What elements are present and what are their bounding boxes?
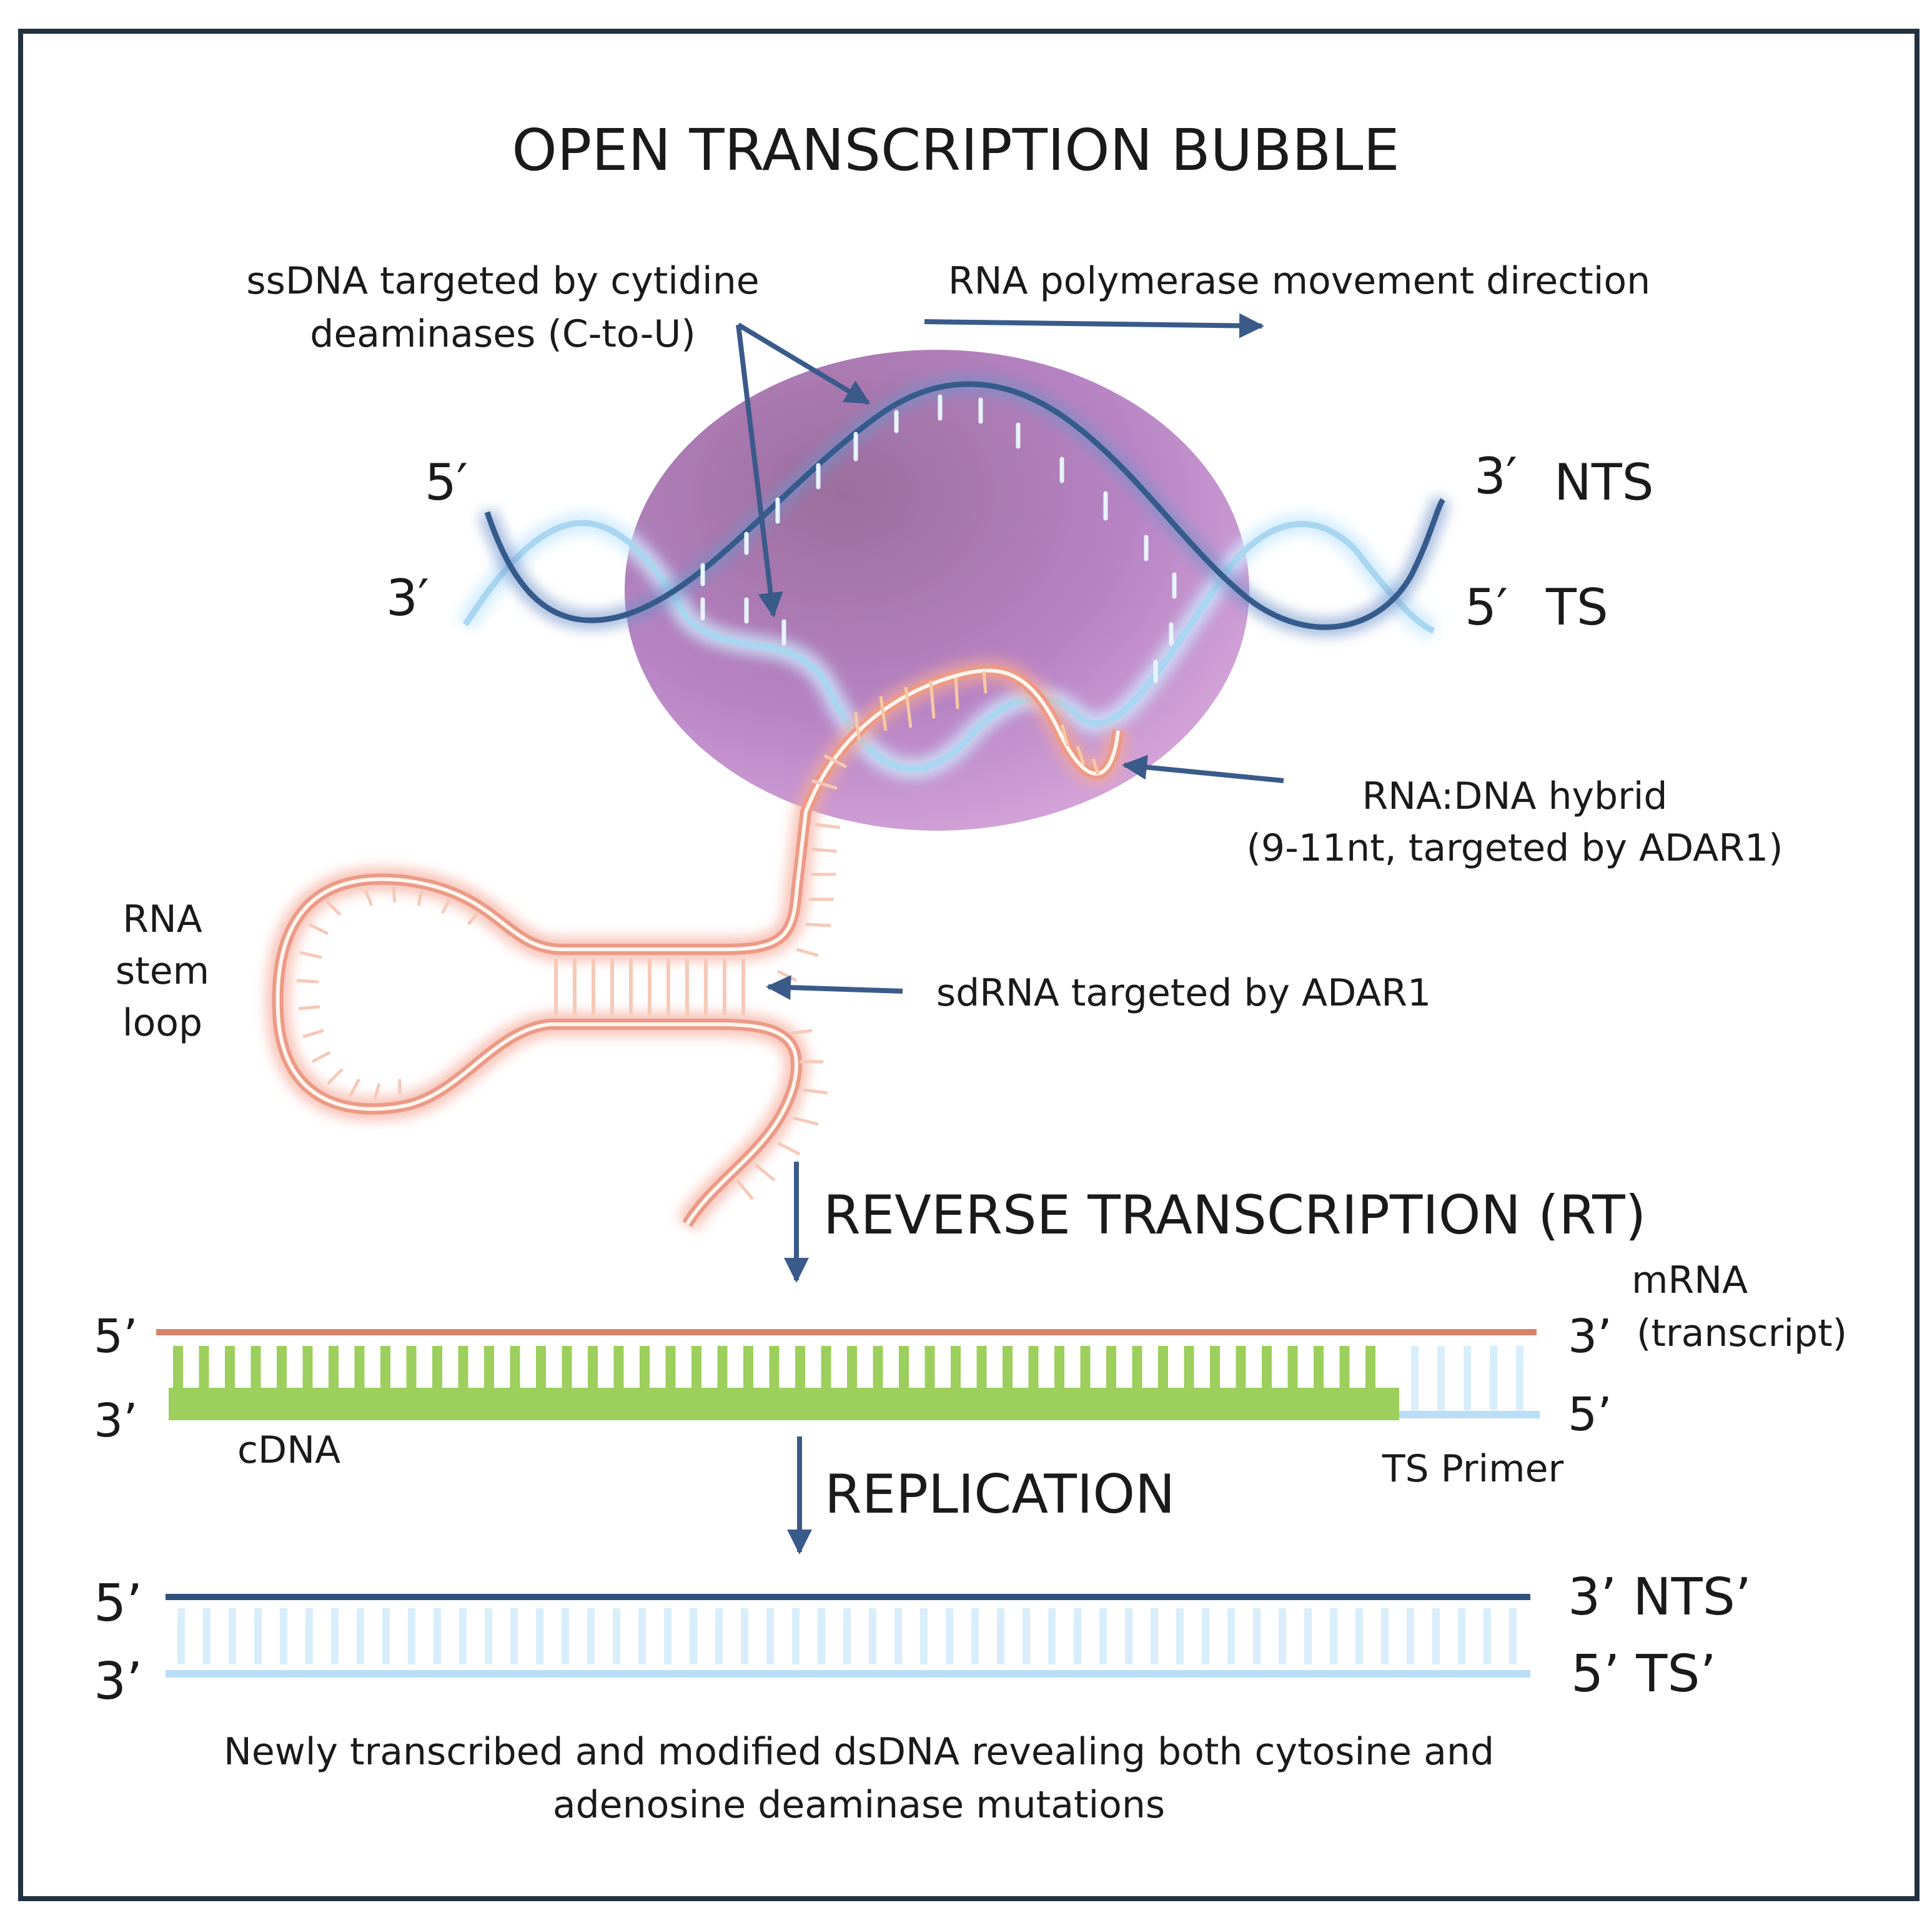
hybrid-label-line2: (9-11nt, targeted by ADAR1)	[1247, 826, 1783, 870]
ts-label: TS	[1545, 578, 1608, 636]
nts-three-prime-label: 3′	[1474, 447, 1517, 505]
mrna-label-line2: (transcript)	[1637, 1312, 1847, 1355]
rt-heading: REVERSE TRANSCRIPTION (RT)	[823, 1184, 1646, 1247]
mrna-five-prime-label: 5’	[94, 1310, 138, 1363]
transcription-bubble	[625, 350, 1249, 831]
mrna-label-line1: mRNA	[1632, 1258, 1748, 1302]
unpaired-bases	[700, 394, 1177, 683]
ts-prime-label: 5’ TS’	[1571, 1644, 1717, 1704]
hybrid-arrow	[1122, 754, 1284, 783]
rna-outer-ticks	[296, 754, 848, 1200]
ssdna-label-line2: deaminases (C-to-U)	[310, 312, 695, 356]
cdna-label: cDNA	[237, 1428, 340, 1472]
nts-five-prime-label: 5′	[425, 453, 468, 512]
stem-loop-label-line1: RNA	[122, 897, 202, 941]
caption-line1: Newly transcribed and modified dsDNA rev…	[224, 1730, 1494, 1774]
right-duplex-rungs	[1263, 534, 1329, 607]
polymerase-direction-arrow	[924, 313, 1264, 339]
rna-strand	[275, 668, 1120, 1225]
replication-heading: REPLICATION	[825, 1463, 1175, 1526]
ts-primer-five-prime-label: 5’	[1568, 1388, 1612, 1441]
ts-prime-three-prime-label: 3’	[94, 1652, 142, 1711]
ssdna-arrow-to-ts	[736, 324, 783, 618]
nts-prime-label: 3’ NTS’	[1568, 1568, 1751, 1627]
nts-prime-five-prime-label: 5’	[94, 1574, 142, 1633]
polymerase-label: RNA polymerase movement direction	[948, 259, 1650, 303]
cdna-strand	[169, 1388, 1399, 1420]
ts-three-prime-label: 3′	[386, 569, 429, 627]
ts-primer-label: TS Primer	[1382, 1447, 1564, 1491]
cdna-three-prime-label: 3’	[94, 1394, 138, 1448]
dsdna-rungs	[177, 1608, 1517, 1664]
page-title: OPEN TRANSCRIPTION BUBBLE	[512, 117, 1399, 184]
sdrna-arrow	[766, 975, 903, 1001]
ts-five-prime-label: 5′	[1465, 578, 1508, 636]
stem-loop-label-line2: stem	[116, 949, 209, 993]
ssdna-arrow-to-nts	[736, 322, 871, 405]
hybrid-rungs	[854, 671, 1100, 775]
ssdna-label-line1: ssDNA targeted by cytidine	[246, 259, 759, 303]
nts-strand	[484, 381, 1445, 630]
sdrna-label: sdRNA targeted by ADAR1	[936, 971, 1431, 1015]
nts-label: NTS	[1554, 453, 1654, 512]
primer-rungs	[1411, 1346, 1523, 1410]
figure-frame	[18, 29, 1920, 1901]
stem-rungs	[554, 959, 745, 1015]
caption-line2: adenosine deaminase mutations	[553, 1783, 1165, 1827]
mrna-three-prime-label: 3’	[1568, 1310, 1612, 1363]
cdna-rungs	[173, 1346, 1375, 1390]
hybrid-label-line1: RNA:DNA hybrid	[1362, 774, 1667, 818]
stem-loop-label-line3: loop	[122, 1001, 202, 1045]
